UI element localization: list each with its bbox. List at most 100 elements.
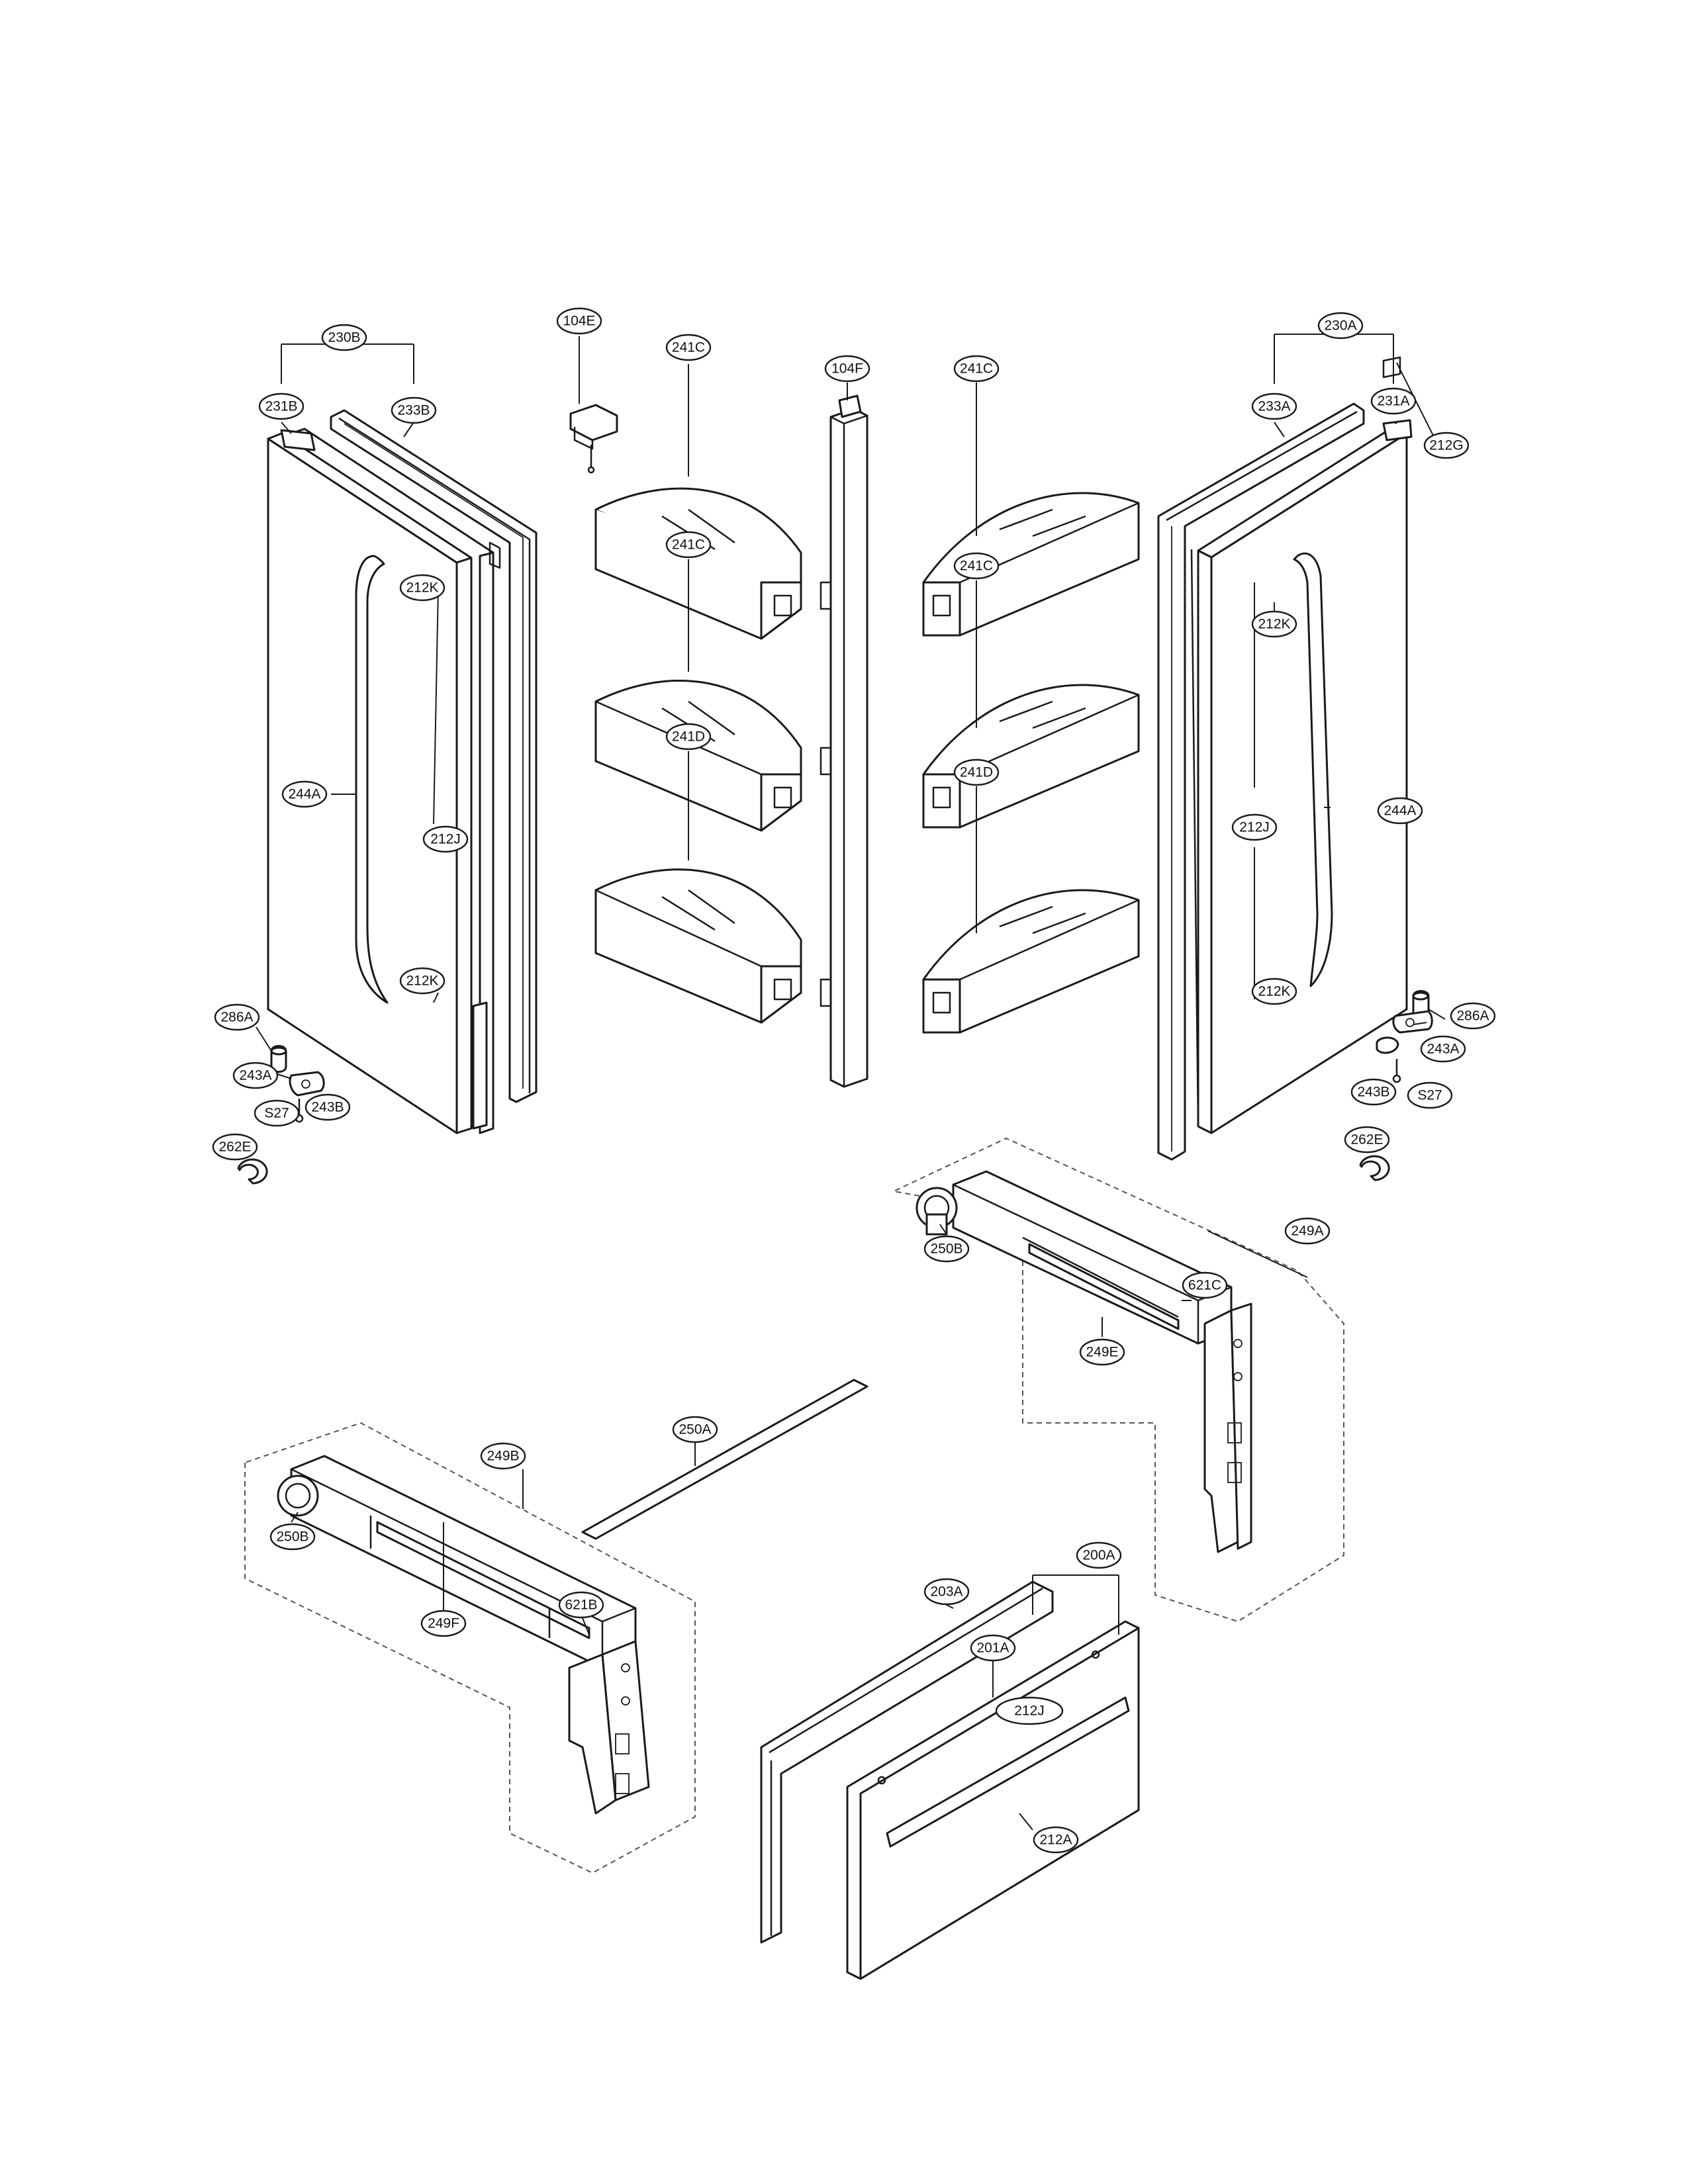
right-door-bin-middle [922,684,1140,829]
callout-262E-left-text: 262E [218,1140,251,1155]
callout-262E-right: 262E [1344,1126,1390,1154]
callout-212A-text: 212A [1039,1833,1072,1848]
callout-241C-right-middle-text: 241C [960,559,993,574]
callout-262E-left: 262E [212,1133,258,1161]
callout-230B-text: 230B [328,330,360,345]
callout-104F: 104F [824,355,870,383]
callout-621C-text: 621C [1188,1278,1221,1293]
callout-104E-text: 104E [563,314,595,329]
callout-243A-right: 243A [1420,1035,1466,1063]
callout-231A-text: 231A [1377,394,1409,409]
center-mullion-pillar [820,394,868,1088]
callout-231A: 231A [1370,387,1417,415]
callout-621C: 621C [1182,1271,1228,1299]
callout-262E-right-text: 262E [1350,1132,1383,1148]
callout-212K-right-top-text: 212K [1258,617,1290,632]
callout-241D-right-text: 241D [960,765,993,780]
callout-S27-left-text: S27 [264,1106,289,1121]
freezer-drawer-front [846,1620,1140,1980]
callout-212J-left: 212J [422,825,469,853]
callout-250B-right: 250B [923,1235,970,1263]
callout-250A: 250A [672,1416,718,1443]
callout-233A: 233A [1251,392,1297,420]
right-door-handle [1293,552,1333,987]
callout-203A: 203A [923,1578,970,1606]
callout-212J-drawer: 212J [995,1696,1064,1725]
callout-212K-right-top: 212K [1251,610,1297,638]
callout-241D-right: 241D [953,758,1000,786]
callout-212K-right-bottom: 212K [1251,978,1297,1005]
callout-230B: 230B [321,324,367,351]
callout-203A-text: 203A [930,1584,962,1600]
callout-286A-right-text: 286A [1456,1009,1489,1024]
callout-233B-text: 233B [397,403,430,418]
leader-lines [256,334,1446,1831]
callout-241C-left-middle: 241C [665,531,712,559]
left-door-bin-middle [594,679,802,832]
right-rail-assembly-outline [891,1137,1344,1623]
callout-286A-right: 286A [1450,1002,1496,1030]
callout-241C-right-top: 241C [953,355,1000,383]
callout-250B-left-text: 250B [276,1529,308,1545]
callout-621B-text: 621B [565,1598,597,1613]
callout-200A-text: 200A [1082,1548,1115,1563]
right-door [1190,356,1413,1134]
callout-104E: 104E [556,307,602,335]
callout-243A-right-text: 243A [1427,1042,1459,1057]
callout-S27-right: S27 [1407,1081,1453,1109]
right-hinge-assembly [1359,990,1433,1181]
callout-241C-right-middle: 241C [953,552,1000,580]
callout-241C-right-top-text: 241C [960,361,993,377]
left-door-bin-bottom [594,868,802,1024]
right-door-bin-bottom [922,889,1140,1034]
right-door-gasket [1157,402,1365,1161]
callout-244A-left: 244A [281,780,328,808]
callout-244A-left-text: 244A [288,787,320,802]
callout-230A-text: 230A [1324,318,1356,334]
callout-250B-right-text: 250B [930,1242,962,1257]
callout-249F-text: 249F [428,1616,459,1631]
callout-286A-left: 286A [214,1003,260,1031]
callout-231B-text: 231B [265,399,297,414]
drawer-connecting-shaft [581,1379,868,1540]
left-door-handle [355,555,389,1004]
right-drawer-rail [952,1170,1252,1553]
callout-233A-text: 233A [1258,399,1290,414]
callout-212J-drawer-text: 212J [1014,1704,1045,1719]
callout-233B: 233B [391,396,437,424]
callout-249F: 249F [420,1610,467,1637]
callout-241D-left: 241D [665,723,712,751]
right-door-bin-top [922,492,1140,637]
callout-243A-left-text: 243A [239,1068,271,1083]
callout-S27-right-text: S27 [1417,1088,1442,1103]
callout-286A-left-text: 286A [220,1010,253,1025]
callout-249B: 249B [480,1442,526,1470]
left-door-bin-top [594,487,802,640]
callout-241D-left-text: 241D [672,729,705,745]
freezer-drawer-gasket [760,1580,1054,1944]
callout-243A-left: 243A [232,1062,279,1089]
callout-244A-right: 244A [1377,797,1423,825]
callout-212A: 212A [1033,1826,1079,1854]
callout-244A-right-text: 244A [1383,803,1416,819]
callout-241C-left-middle-text: 241C [672,537,705,553]
left-door-gasket [330,409,538,1103]
callout-243B-right: 243B [1350,1078,1397,1106]
callout-249B-text: 249B [487,1449,519,1464]
callout-249E-text: 249E [1086,1345,1118,1360]
callout-212J-right-text: 212J [1239,820,1270,835]
callout-212K-left-bottom: 212K [399,967,445,995]
left-rail-assembly-outline [244,1422,696,1874]
left-rail-gear [277,1475,319,1517]
callout-241C-left-top: 241C [665,334,712,361]
left-drawer-rail [290,1455,650,1815]
callout-212K-left-top: 212K [399,574,445,602]
callout-250B-left: 250B [269,1523,316,1551]
callout-212G-text: 212G [1429,438,1463,453]
callout-212K-right-bottom-text: 212K [1258,984,1290,999]
callout-243B-right-text: 243B [1357,1085,1389,1100]
callout-243B-left-text: 243B [311,1100,344,1115]
callout-250A-text: 250A [679,1422,711,1437]
callout-212K-left-bottom-text: 212K [406,974,438,989]
callout-212K-left-top-text: 212K [406,580,438,596]
